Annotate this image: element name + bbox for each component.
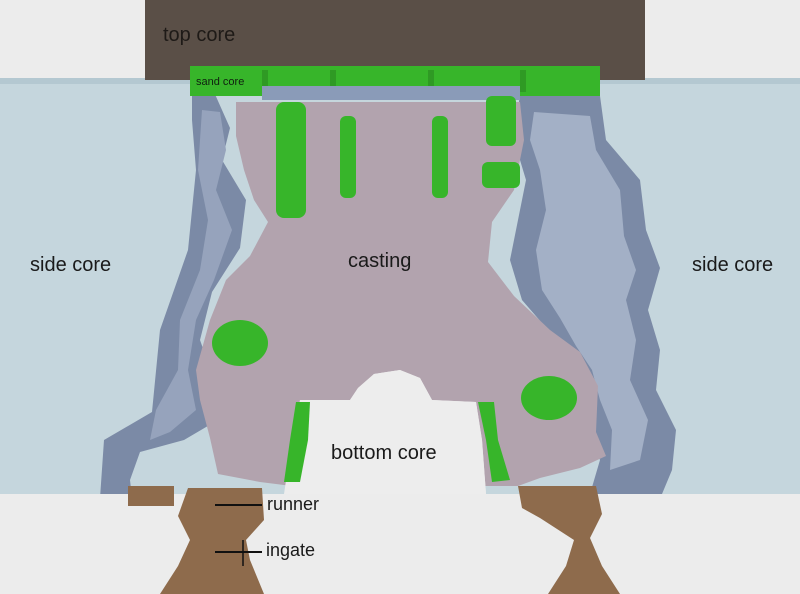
sand-core-round-right	[521, 376, 577, 420]
runner-label: runner	[267, 494, 320, 514]
floor-region	[0, 494, 800, 594]
sand-core-slim-right	[432, 116, 448, 198]
bottom-core-lower	[284, 370, 486, 494]
sand-core-divider	[330, 70, 336, 92]
sand-core-tall-left	[276, 102, 306, 218]
sand-core-shelf	[262, 86, 520, 100]
sand-core-label: sand core	[196, 76, 245, 88]
mold-wall-right-detail	[530, 112, 648, 470]
sand-core-bottom-right	[478, 402, 510, 482]
casting-label: casting	[348, 250, 412, 272]
side-core-left-label: side core	[30, 254, 112, 276]
bottom-core-label: bottom core	[331, 442, 437, 464]
ingate-label: ingate	[266, 540, 316, 560]
sand-core-divider	[262, 70, 268, 92]
sand-core-upper-right	[486, 96, 516, 146]
runner-ingate-right	[518, 486, 620, 594]
runner-left-stub	[128, 486, 174, 506]
sand-core-bottom-left	[284, 402, 310, 482]
top-core-label: top core	[163, 24, 236, 46]
sand-core-divider	[428, 70, 434, 92]
mold-wall-left-detail	[150, 110, 232, 440]
sand-core-round-left	[212, 320, 268, 366]
side-core-right-label: side core	[692, 254, 774, 276]
sand-core-slim-left	[340, 116, 356, 198]
sand-core-divider	[520, 70, 526, 92]
sand-core-mid-right	[482, 162, 520, 188]
runner-ingate-left	[160, 488, 264, 594]
